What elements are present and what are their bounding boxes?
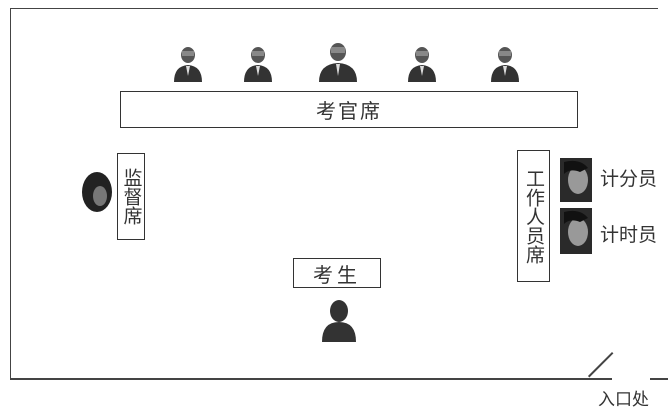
room-wall-bottom (10, 378, 612, 380)
room-outline (10, 8, 658, 380)
scorer-photo (560, 158, 592, 202)
candidate-label-box: 考生 (293, 258, 381, 288)
examiner-panel-table: 考官席 (120, 91, 578, 128)
supervisor-label: 监督席 (120, 168, 143, 225)
staff-seat: 工作人员席 (517, 150, 550, 282)
staff-label: 工作人员席 (523, 168, 545, 264)
candidate-label: 考生 (313, 262, 361, 287)
timer-label: 计时员 (600, 224, 658, 246)
examiner-icon (491, 47, 519, 82)
examiner-icon (408, 47, 436, 82)
examiner-chair-icon (319, 43, 357, 82)
scorer-label: 计分员 (600, 168, 658, 190)
timer-photo (560, 208, 592, 254)
examiner-icon (244, 47, 272, 82)
room-wall-bottom-right (650, 378, 668, 380)
supervisor-seat: 监督席 (117, 153, 145, 240)
candidate-silhouette (322, 300, 356, 342)
entrance-label: 入口处 (598, 390, 649, 410)
supervisor-photo (82, 172, 112, 212)
examiner-panel-label: 考官席 (316, 99, 382, 123)
examiner-icon (174, 47, 202, 82)
